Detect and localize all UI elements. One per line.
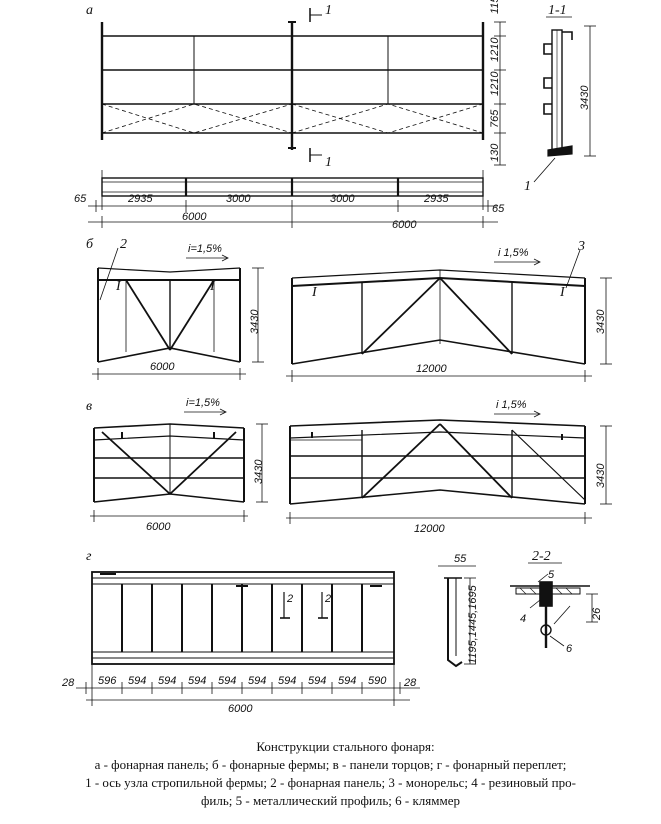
section-1-1-profile — [543, 29, 573, 157]
callout-2: 2 — [120, 237, 127, 252]
callout-5: 5 — [548, 569, 555, 581]
sash-profile — [438, 565, 476, 668]
figure-caption: Конструкции стального фонаря: а - фонарн… — [0, 738, 661, 810]
caption-line-2: 1 - ось узла стропильной фермы; 2 - фона… — [85, 775, 576, 790]
dim-g-594-5: 594 — [248, 675, 266, 687]
label-v: в — [86, 399, 92, 414]
slope-b-left: i=1,5% — [188, 243, 222, 255]
section-1-1-title: 1-1 — [548, 3, 567, 18]
lantern-panel-plan — [101, 170, 484, 210]
dim-6000-left: 6000 — [182, 211, 207, 223]
span-b-right: 12000 — [416, 363, 447, 375]
dim-3000-left: 3000 — [226, 193, 251, 205]
end-panel-12000 — [289, 419, 586, 505]
lantern-sash-elevation — [91, 571, 395, 665]
section-2-2-detail — [510, 581, 590, 648]
dim-3000-right: 3000 — [330, 193, 355, 205]
dim-65-right: 65 — [492, 203, 505, 215]
caption-line-3: филь; 5 - металлический профиль; 6 - кля… — [201, 793, 460, 808]
dim-g-594-7: 594 — [308, 675, 326, 687]
height-v-right: 3430 — [595, 463, 607, 488]
slope-v-right: i 1,5% — [496, 399, 527, 411]
lantern-truss-12000 — [291, 269, 586, 365]
cut-mark-2b: 2 — [324, 593, 331, 605]
monorail-mark-b2: I — [209, 279, 216, 294]
dim-6000-right: 6000 — [392, 219, 417, 231]
dim-g-594-2: 594 — [158, 675, 176, 687]
section-a-right-dims — [494, 21, 506, 166]
section-2-2-title: 2-2 — [532, 549, 551, 564]
dim-130: 130 — [489, 143, 501, 162]
caption-line-1: а - фонарная панель; б - фонарные фермы;… — [94, 757, 567, 772]
dim-115: 115 — [489, 0, 501, 14]
slope-b-right: i 1,5% — [498, 247, 529, 259]
dim-g-594-4: 594 — [218, 675, 236, 687]
label-g: г — [86, 549, 92, 564]
span-b-left: 6000 — [150, 361, 175, 373]
dim-g-28-right: 28 — [403, 677, 417, 689]
dim-g-594-3: 594 — [188, 675, 206, 687]
dim-2935-left: 2935 — [127, 193, 153, 205]
dim-g-594-6: 594 — [278, 675, 296, 687]
span-v-right: 12000 — [414, 523, 445, 535]
dim-1210-b: 1210 — [489, 71, 501, 96]
profile-heights: 1195,1445,1695 — [467, 584, 479, 664]
callout-3: 3 — [577, 239, 585, 254]
lantern-panel-elevation — [100, 21, 485, 150]
dim-2935-right: 2935 — [423, 193, 449, 205]
cut-mark-2a: 2 — [286, 593, 293, 605]
dim-g-590: 590 — [368, 675, 387, 687]
caption-title: Конструкции стального фонаря: — [256, 739, 435, 754]
callout-4: 4 — [520, 613, 526, 625]
cut-mark-1-bottom: 1 — [325, 155, 332, 170]
monorail-mark-b1: I — [115, 279, 122, 294]
dim-g-28-left: 28 — [61, 677, 75, 689]
dim-g-total: 6000 — [228, 703, 253, 715]
label-a: а — [86, 3, 93, 18]
height-v-left: 3430 — [253, 459, 265, 484]
profile-width: 55 — [454, 553, 467, 565]
callout-6: 6 — [566, 643, 573, 655]
cut-mark-1-top: 1 — [325, 3, 332, 18]
dim-765: 765 — [489, 109, 501, 128]
dim-g-594-8: 594 — [338, 675, 356, 687]
monorail-mark-b4: I — [559, 285, 566, 300]
detail-dim-26: 26 — [591, 607, 603, 621]
label-b: б — [86, 237, 94, 252]
dim-65-left: 65 — [74, 193, 87, 205]
slope-v-left: i=1,5% — [186, 397, 220, 409]
height-b-right: 3430 — [595, 309, 607, 334]
end-panel-6000 — [93, 423, 245, 503]
section-a-bottom-dims — [88, 200, 498, 228]
dim-1210-a: 1210 — [489, 37, 501, 62]
dim-g-594-1: 594 — [128, 675, 146, 687]
span-v-left: 6000 — [146, 521, 171, 533]
section-g-bottom-dims — [76, 664, 420, 706]
height-b-left: 3430 — [249, 309, 261, 334]
section-1-1-height: 3430 — [579, 85, 591, 110]
monorail-mark-b3: I — [311, 285, 318, 300]
dim-g-596: 596 — [98, 675, 117, 687]
section-1-1-pointer: 1 — [524, 179, 531, 194]
technical-drawing: а 1 1 — [61, 0, 612, 715]
lantern-truss-6000 — [97, 267, 241, 363]
